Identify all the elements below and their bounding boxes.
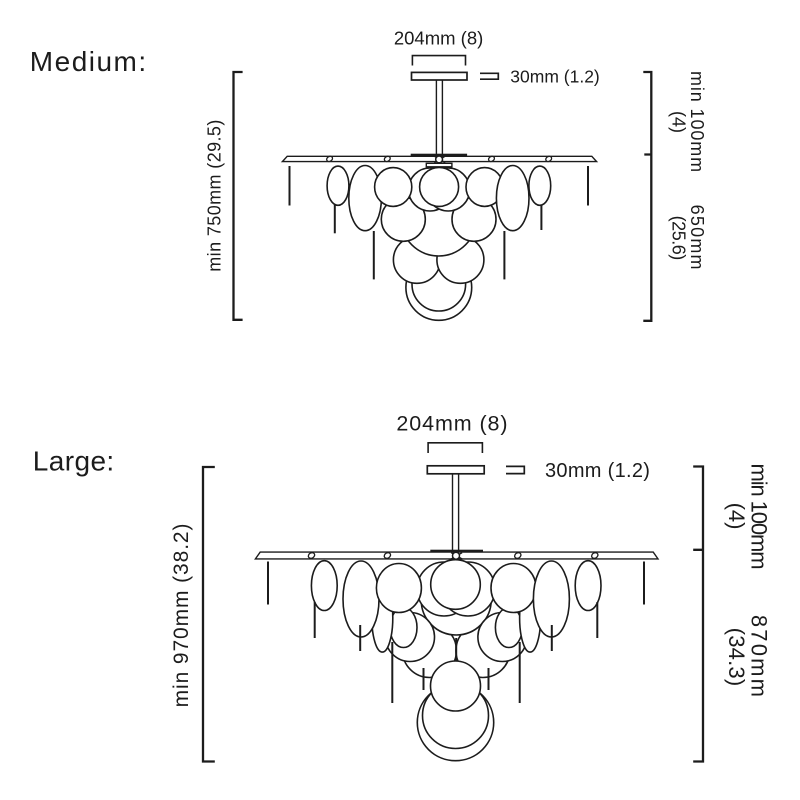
svg-text:min 750mm (29.5): min 750mm (29.5) bbox=[205, 119, 225, 271]
svg-text:min 970mm (38.2): min 970mm (38.2) bbox=[170, 523, 193, 708]
svg-text:204mm (8): 204mm (8) bbox=[394, 27, 483, 48]
svg-text:(34.3): (34.3) bbox=[724, 628, 749, 687]
svg-text:30mm (1.2): 30mm (1.2) bbox=[545, 460, 650, 482]
svg-text:30mm (1.2): 30mm (1.2) bbox=[510, 66, 599, 86]
svg-text:min 100mm: min 100mm bbox=[687, 71, 707, 173]
svg-text:(25.6): (25.6) bbox=[669, 216, 689, 260]
svg-text:min 100mm: min 100mm bbox=[747, 463, 772, 568]
svg-text:Medium:: Medium: bbox=[30, 46, 148, 77]
svg-text:650mm: 650mm bbox=[687, 205, 707, 271]
svg-text:870mm: 870mm bbox=[747, 615, 772, 699]
svg-text:204mm (8): 204mm (8) bbox=[396, 412, 508, 436]
svg-text:(4): (4) bbox=[669, 111, 689, 133]
svg-text:Large:: Large: bbox=[33, 446, 115, 477]
svg-text:(4): (4) bbox=[724, 503, 749, 530]
